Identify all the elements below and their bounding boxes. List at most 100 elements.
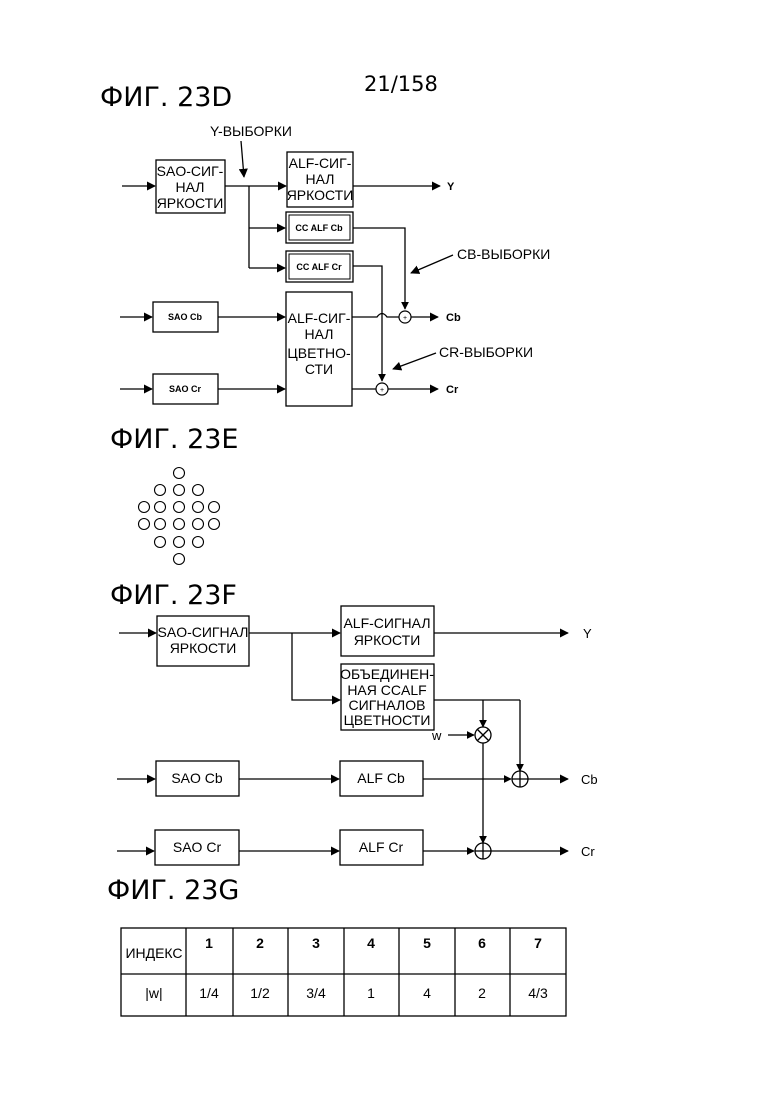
filter-tap <box>174 554 185 565</box>
filter-tap <box>139 502 150 513</box>
alf-luma-line2: НАЛ <box>306 171 335 187</box>
alf-luma-block: ALF-СИГ- НАЛ ЯРКОСТИ <box>287 152 354 207</box>
svg-text:+: + <box>380 387 384 394</box>
alf-luma-23f-line2: ЯРКОСТИ <box>354 632 421 648</box>
filter-tap <box>209 502 220 513</box>
joint-ccalf-line1: ОБЪЕДИНЕН- <box>340 666 434 682</box>
out-cr-23f: Cr <box>581 844 595 859</box>
w-label: w <box>431 728 442 743</box>
joint-ccalf-block: ОБЪЕДИНЕН- НАЯ CCALF СИГНАЛОВ ЦВЕТНОСТИ <box>340 664 434 730</box>
alf-luma-line1: ALF-СИГ- <box>289 155 352 171</box>
alf-luma-23f-line1: ALF-СИГНАЛ <box>343 615 430 631</box>
sao-luma-23f-line2: ЯРКОСТИ <box>170 640 237 656</box>
table-weight-cell: 4 <box>423 985 431 1001</box>
fig-23f-title: ФИГ. 23F <box>110 580 237 611</box>
table-index-cell: 2 <box>256 935 264 951</box>
page-number: 21/158 <box>364 72 438 96</box>
sao-cb-label-23f: SAO Cb <box>171 770 223 786</box>
filter-tap <box>193 537 204 548</box>
alf-chroma-block: ALF-СИГ- НАЛ ЦВЕТНО- СТИ <box>286 292 352 406</box>
filter-tap <box>155 502 166 513</box>
table-index-cell: 7 <box>534 935 542 951</box>
alf-chroma-line2: НАЛ <box>305 326 334 342</box>
alf-chroma-line4: СТИ <box>305 361 333 377</box>
filter-tap <box>155 537 166 548</box>
fig-23d: ФИГ. 23D 21/158 Y-ВЫБОРКИ SAO-СИГ- НАЛ Я… <box>100 72 550 406</box>
table-header-w: |w| <box>145 985 162 1001</box>
out-y-23f: Y <box>583 626 592 641</box>
fig-23g-title: ФИГ. 23G <box>107 875 239 906</box>
table-weight-cell: 1/2 <box>250 985 270 1001</box>
filter-tap <box>174 519 185 530</box>
out-cr-23d: Cr <box>446 384 459 396</box>
filter-tap <box>174 468 185 479</box>
sao-cr-label-23d: SAO Cr <box>169 384 202 394</box>
fig-23d-title: ФИГ. 23D <box>100 82 232 113</box>
sao-luma-line1: SAO-СИГ- <box>157 163 224 179</box>
filter-tap <box>174 485 185 496</box>
multiplier-w <box>475 727 491 743</box>
table-index-cell: 1 <box>205 935 213 951</box>
table-weight-cell: 2 <box>478 985 486 1001</box>
sao-luma-23f-line1: SAO-СИГНАЛ <box>158 624 249 640</box>
alf-luma-line3: ЯРКОСТИ <box>287 187 354 203</box>
sao-cb-block-23f: SAO Cb <box>156 761 239 796</box>
filter-tap <box>139 519 150 530</box>
cr-samples-label: CR-ВЫБОРКИ <box>439 344 533 360</box>
out-cb-23d: Cb <box>446 312 461 324</box>
alf-chroma-line1: ALF-СИГ- <box>288 310 351 326</box>
alf-luma-block-23f: ALF-СИГНАЛ ЯРКОСТИ <box>341 606 434 656</box>
filter-tap <box>174 537 185 548</box>
sao-luma-line3: ЯРКОСТИ <box>157 195 224 211</box>
filter-tap <box>193 519 204 530</box>
adder-cr-23f <box>475 843 491 859</box>
cc-alf-cr-block: CC ALF Cr <box>286 251 353 282</box>
filter-tap <box>193 485 204 496</box>
filter-tap <box>174 502 185 513</box>
alf-chroma-line3: ЦВЕТНО- <box>287 345 351 361</box>
y-samples-label: Y-ВЫБОРКИ <box>210 123 292 139</box>
joint-ccalf-line2: НАЯ CCALF <box>347 682 426 698</box>
filter-tap <box>155 485 166 496</box>
joint-ccalf-line3: СИГНАЛОВ <box>349 697 426 713</box>
filter-tap <box>155 519 166 530</box>
fig-23e: ФИГ. 23E <box>110 424 239 565</box>
joint-ccalf-line4: ЦВЕТНОСТИ <box>344 712 431 728</box>
sao-cr-block-23d: SAO Cr <box>153 374 218 404</box>
sao-cr-label-23f: SAO Cr <box>173 839 222 855</box>
table-weight-cell: 1 <box>367 985 375 1001</box>
sao-cb-block-23d: SAO Cb <box>153 302 218 332</box>
alf-cb-block-23f: ALF Cb <box>340 761 423 796</box>
svg-text:+: + <box>403 315 407 322</box>
filter-tap <box>209 519 220 530</box>
cc-alf-cb-block: CC ALF Cb <box>286 212 353 243</box>
out-cb-23f: Cb <box>581 772 598 787</box>
sao-luma-block: SAO-СИГ- НАЛ ЯРКОСТИ <box>156 160 225 213</box>
table-index-cell: 4 <box>367 935 375 951</box>
table-index-cell: 5 <box>423 935 431 951</box>
fig-23e-title: ФИГ. 23E <box>110 424 239 455</box>
sao-luma-block-23f: SAO-СИГНАЛ ЯРКОСТИ <box>157 616 249 666</box>
sao-cr-block-23f: SAO Cr <box>155 830 239 865</box>
fig-23g: ФИГ. 23G ИНДЕКС |w| 1 2 3 4 5 6 7 1/4 1/… <box>107 875 566 1016</box>
cc-alf-cb-label: CC ALF Cb <box>295 223 343 233</box>
table-weight-cell: 4/3 <box>528 985 548 1001</box>
table-header-index: ИНДЕКС <box>125 945 182 961</box>
table-weight-cell: 1/4 <box>199 985 219 1001</box>
alf-cr-block-23f: ALF Cr <box>340 830 423 865</box>
filter-tap <box>193 502 204 513</box>
sao-cb-label-23d: SAO Cb <box>168 312 203 322</box>
fig-23f: ФИГ. 23F SAO-СИГНАЛ ЯРКОСТИ ALF-СИГНАЛ Я… <box>110 580 598 865</box>
cc-alf-cr-label: CC ALF Cr <box>296 262 342 272</box>
sao-luma-line2: НАЛ <box>176 179 205 195</box>
alf-cb-label-23f: ALF Cb <box>357 770 405 786</box>
alf-cr-label-23f: ALF Cr <box>359 839 404 855</box>
table-weight-cell: 3/4 <box>306 985 326 1001</box>
weights-table <box>121 928 566 1016</box>
table-index-cell: 6 <box>478 935 486 951</box>
adder-cb-23f <box>512 771 528 787</box>
out-y-23d: Y <box>447 181 455 193</box>
table-index-cell: 3 <box>312 935 320 951</box>
cb-samples-label: CB-ВЫБОРКИ <box>457 246 550 262</box>
